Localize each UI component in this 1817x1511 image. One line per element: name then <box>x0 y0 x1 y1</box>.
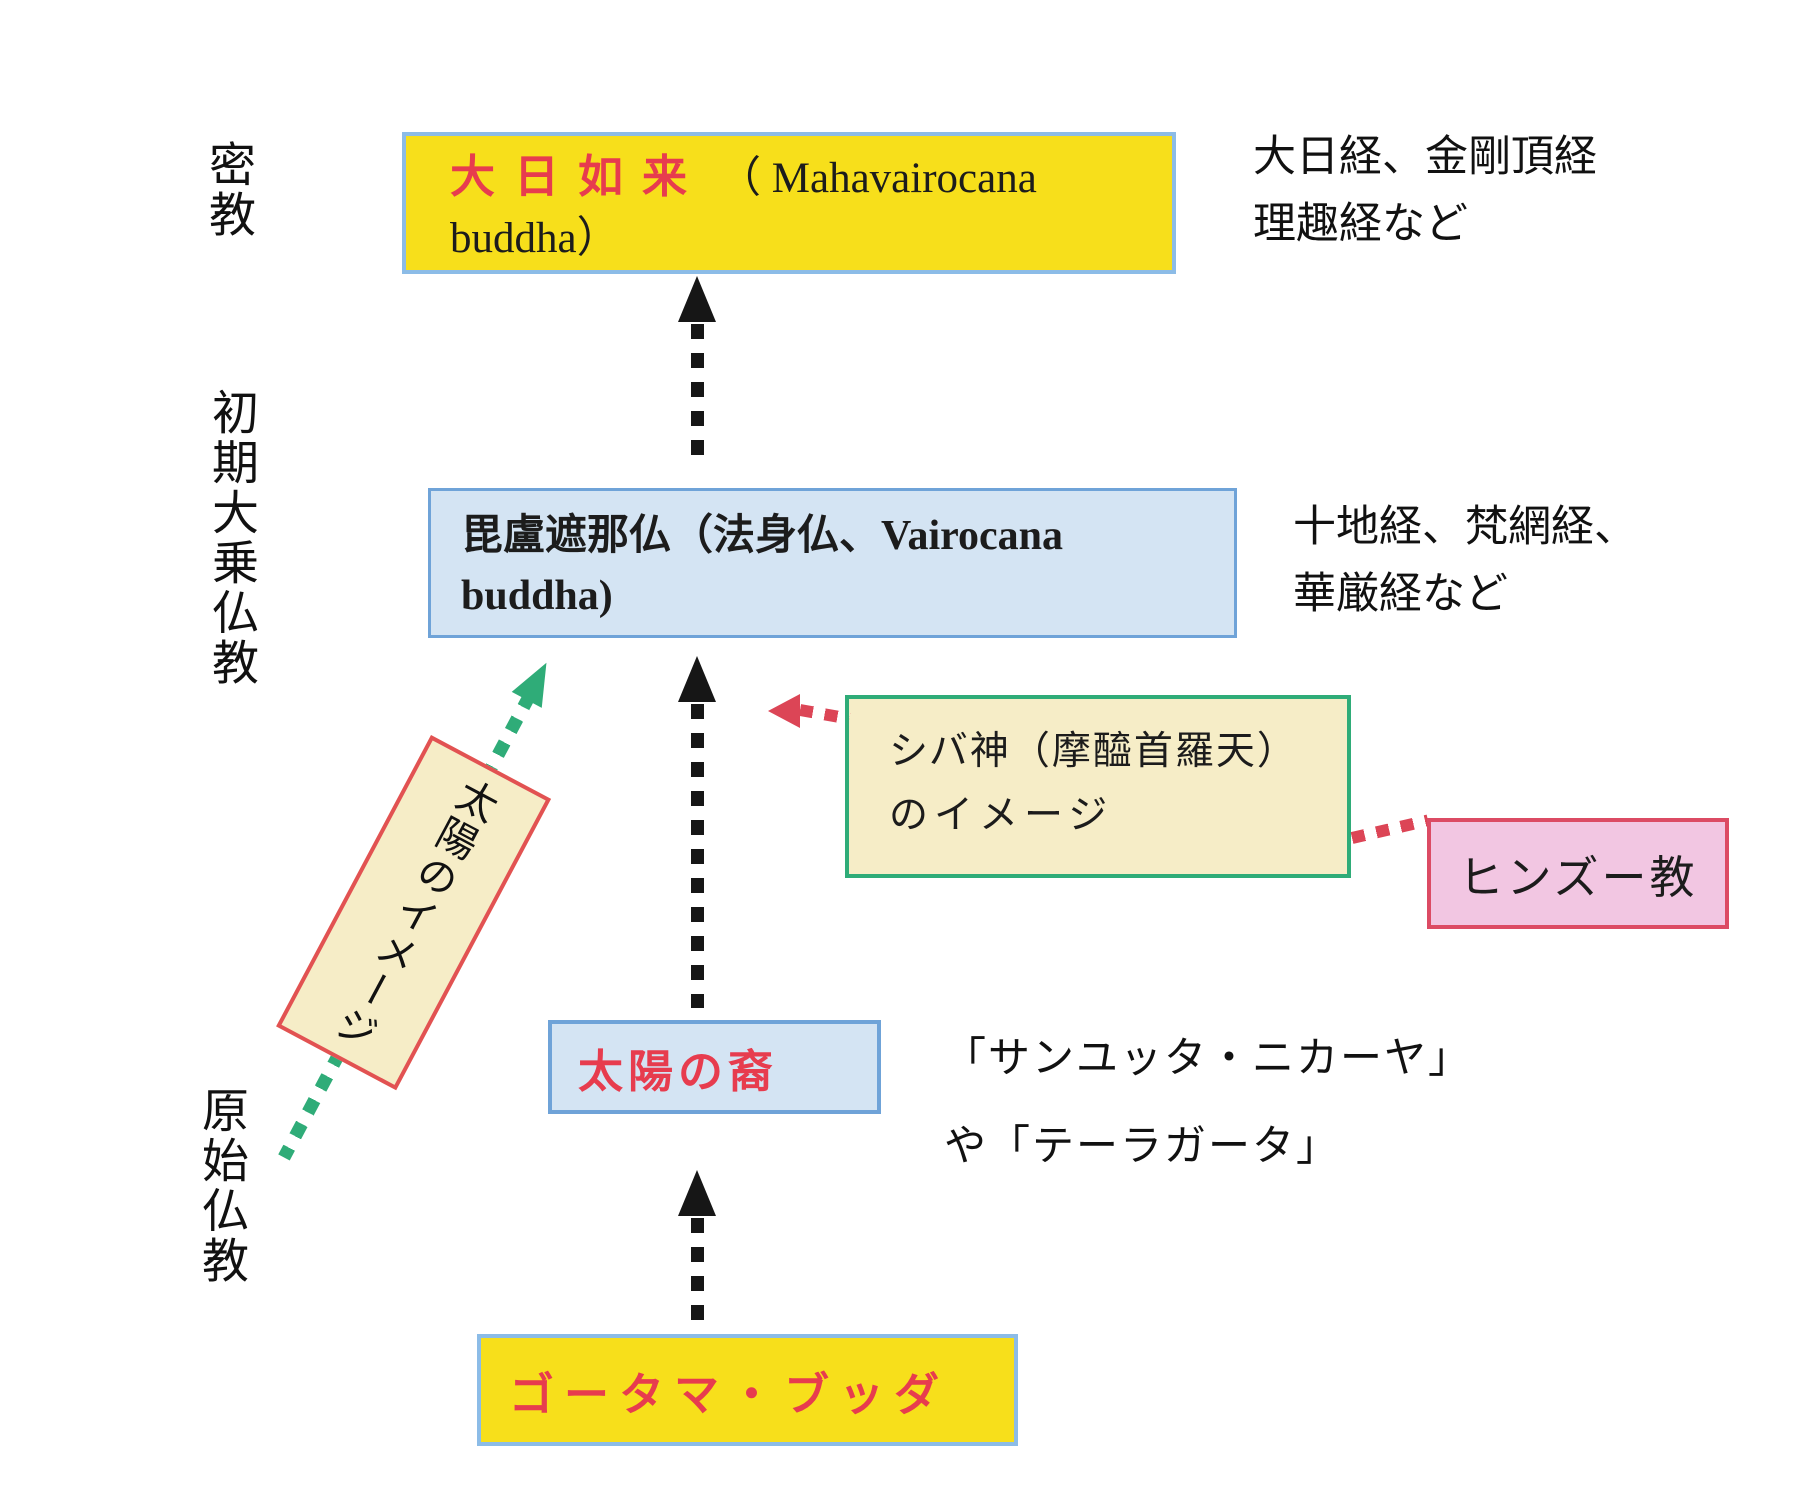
node-sun-image-label: 太陽のイメージ <box>323 769 505 1057</box>
node-sun-descendant: 太陽の裔 <box>548 1020 881 1114</box>
node-mahavairocana-title: 大日如来 <box>450 151 707 202</box>
annotation-dainichi-sutras-line1: 大日経、金剛頂経 <box>1253 134 1597 181</box>
connector-hindu-to-shiva <box>1350 814 1430 844</box>
arrow-birushana-to-dainichi-shaft <box>691 324 704 456</box>
annotation-gotama-texts: 「サンユッタ・ニカーヤ」 や「テーラガータ」 <box>944 1014 1472 1190</box>
annotation-dainichi-sutras: 大日経、金剛頂経 理趣経など <box>1253 124 1597 258</box>
era-label-esoteric-buddhism: 密教 <box>201 140 253 240</box>
node-mahavairocana-line2: buddha） <box>450 215 620 262</box>
arrow-sundescendant-to-birushana-head-icon <box>678 656 716 702</box>
node-sun-descendant-label: 太陽の裔 <box>578 1045 779 1097</box>
annotation-birushana-sutras-line1: 十地経、梵網経、 <box>1293 504 1637 551</box>
annotation-birushana-sutras: 十地経、梵網経、 華厳経など <box>1293 494 1637 628</box>
node-mahavairocana-line1: 大日如来（ Mahavairocana <box>450 146 1172 210</box>
annotation-birushana-sutras-line2: 華厳経など <box>1293 571 1508 618</box>
node-hinduism-label: ヒンズー教 <box>1458 852 1698 903</box>
arrow-gotama-to-sundescendant-shaft <box>691 1218 704 1332</box>
era-label-primitive-buddhism: 原始仏教 <box>194 1086 246 1286</box>
node-hinduism: ヒンズー教 <box>1427 818 1729 929</box>
node-gotama-buddha-label: ゴータマ・ブッダ <box>509 1368 950 1420</box>
arrow-gotama-to-sundescendant-head-icon <box>678 1170 716 1216</box>
node-mahavairocana: 大日如来（ Mahavairocana buddha） <box>402 132 1176 274</box>
node-shiva-image-line1: シバ神（摩醯首羅天） <box>889 730 1298 773</box>
node-vairocana-line1: 毘盧遮那仏（法身仏、Vairocana <box>461 513 1064 559</box>
arrow-shiva-influence-head-icon <box>768 694 800 728</box>
node-vairocana: 毘盧遮那仏（法身仏、Vairocana buddha) <box>428 488 1237 638</box>
node-shiva-image-line2: のイメージ <box>889 794 1114 837</box>
node-vairocana-line2: buddha) <box>461 573 613 619</box>
arrow-sundescendant-to-birushana-shaft <box>691 704 704 1008</box>
arrow-birushana-to-dainichi-head-icon <box>678 276 716 322</box>
annotation-gotama-texts-line2: や「テーラガータ」 <box>944 1122 1341 1169</box>
node-sun-image: 太陽のイメージ <box>276 735 552 1091</box>
annotation-gotama-texts-line1: 「サンユッタ・ニカーヤ」 <box>944 1034 1473 1081</box>
era-label-early-mahayana: 初期大乗仏教 <box>204 388 256 688</box>
arrow-shiva-influence-shaft <box>798 704 851 725</box>
node-mahavairocana-title-latin: （ Mahavairocana <box>718 155 1037 202</box>
node-shiva-image: シバ神（摩醯首羅天） のイメージ <box>845 695 1351 878</box>
annotation-dainichi-sutras-line2: 理趣経など <box>1253 201 1468 248</box>
node-gotama-buddha: ゴータマ・ブッダ <box>477 1334 1018 1446</box>
